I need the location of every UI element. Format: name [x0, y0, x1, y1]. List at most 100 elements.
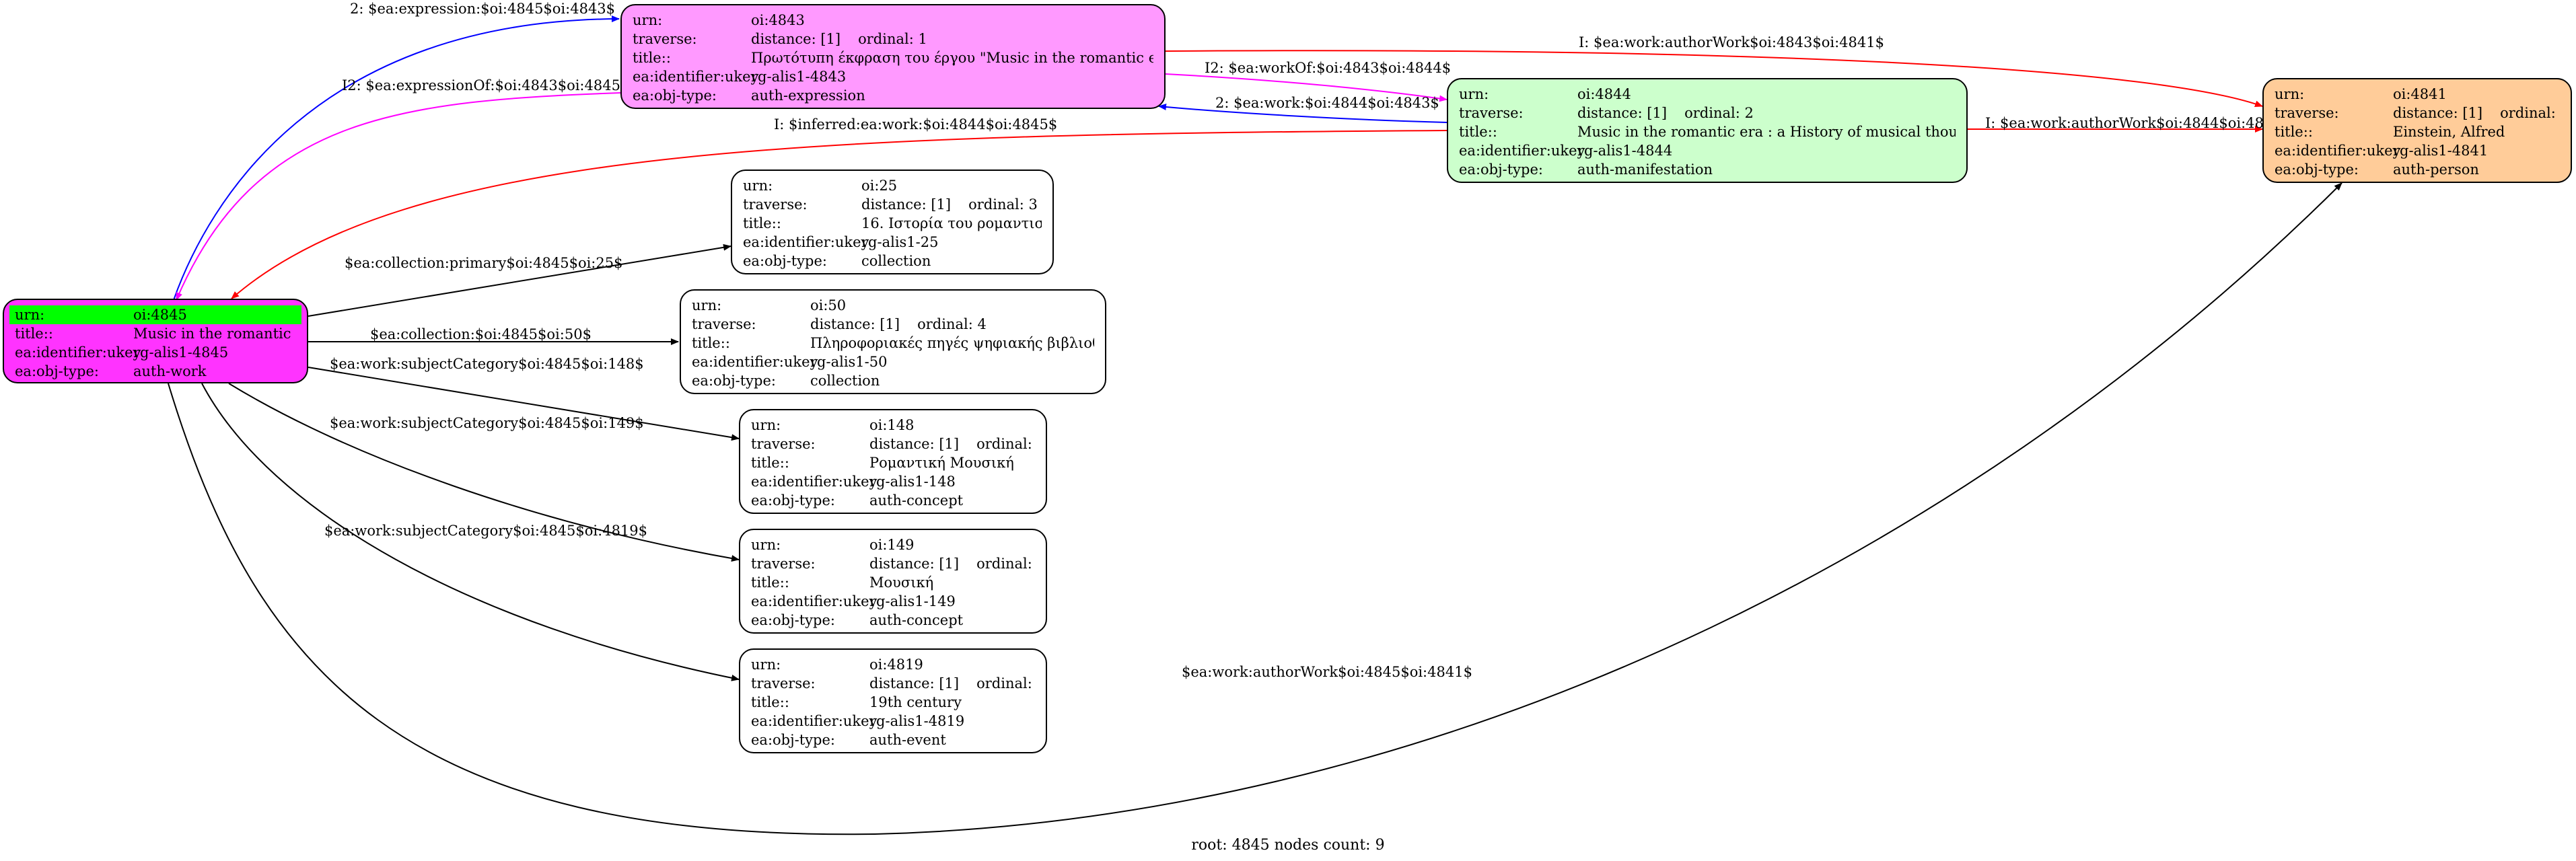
- field-key: ea:identifier:ukey: [692, 354, 818, 370]
- field-value: oi:50: [810, 297, 847, 313]
- field-value: oi:25: [861, 178, 898, 194]
- field-value: oi:4819: [869, 657, 923, 673]
- field-key: title::: [751, 574, 789, 591]
- field-value: rg-alis1-4845: [133, 344, 229, 361]
- edge-authorWork-4845-4841: [168, 182, 2342, 835]
- edge-label: $ea:collection:$oi:4845$oi:50$: [370, 326, 592, 342]
- field-value: rg-alis1-4841: [2393, 143, 2489, 159]
- field-key: title::: [15, 326, 53, 342]
- edge-label: I2: $ea:workOf:$oi:4843$oi:4844$: [1205, 60, 1451, 76]
- field-key: ea:obj-type:: [751, 492, 835, 509]
- field-key: traverse:: [751, 436, 816, 452]
- field-key: ea:obj-type:: [633, 87, 717, 104]
- field-value: rg-alis1-4819: [869, 713, 965, 729]
- edge-collection-primary-4845-25: [308, 244, 731, 317]
- edge-subject-4845-4819: [201, 383, 740, 681]
- distance-value: distance: [1]: [869, 675, 960, 691]
- ordinal-value: ordinal: 1: [858, 31, 927, 47]
- field-key: ea:identifier:ukey: [2275, 143, 2401, 159]
- edge-label: I2: $ea:expressionOf:$oi:4843$oi:4845$: [342, 77, 629, 93]
- node-row-title: title::Music in the romantic era: [15, 324, 296, 343]
- field-value: auth-person: [2393, 161, 2479, 178]
- node-4841[interactable]: urn:oi:4841 traverse:distance: [1]ordina…: [2262, 78, 2572, 183]
- field-value: auth-work: [133, 363, 207, 379]
- node-4843[interactable]: urn:oi:4843 traverse:distance: [1]ordina…: [620, 4, 1166, 109]
- field-key: title::: [692, 335, 730, 351]
- field-value: Πληροφοριακές πηγές ψηφιακής βιβλιοθήκης: [810, 335, 1094, 351]
- field-key: traverse:: [743, 196, 808, 213]
- ordinal-value: ordinal: 6: [976, 436, 1035, 452]
- field-key: traverse:: [1459, 105, 1524, 121]
- field-key: urn:: [751, 657, 781, 673]
- field-key: traverse:: [692, 316, 756, 332]
- node-149[interactable]: urn:oi:149 traverse:distance: [1]ordinal…: [739, 529, 1047, 634]
- node-4845[interactable]: urn:oi:4845 title::Music in the romantic…: [3, 299, 308, 383]
- node-50[interactable]: urn:oi:50 traverse:distance: [1]ordinal:…: [680, 289, 1106, 394]
- node-4819[interactable]: urn:oi:4819 traverse:distance: [1]ordina…: [739, 648, 1047, 753]
- edge-label: 2: $ea:expression:$oi:4845$oi:4843$: [350, 1, 615, 17]
- field-value: auth-concept: [869, 492, 964, 509]
- field-key: ea:identifier:ukey: [751, 713, 878, 729]
- field-key: traverse:: [2275, 105, 2339, 121]
- field-value: Music in the romantic era: [133, 326, 296, 342]
- ordinal-value: ordinal: 3: [968, 196, 1038, 213]
- field-key: traverse:: [633, 31, 697, 47]
- field-key: urn:: [692, 297, 722, 313]
- field-value: auth-concept: [869, 612, 964, 628]
- field-key: ea:obj-type:: [743, 253, 827, 269]
- field-value: rg-alis1-4843: [751, 69, 847, 85]
- field-key: urn:: [15, 307, 45, 323]
- field-value: auth-event: [869, 732, 946, 748]
- field-value: rg-alis1-149: [869, 593, 956, 609]
- field-value: Πρωτότυπη έκφραση του έργου "Music in th…: [751, 50, 1153, 66]
- field-value: oi:4841: [2393, 86, 2447, 102]
- ordinal-value: ordinal: 8: [976, 675, 1035, 691]
- field-key: ea:identifier:ukey: [751, 593, 878, 609]
- edge-label: I: $ea:work:authorWork$oi:4843$oi:4841$: [1579, 34, 1884, 50]
- edge-expressionOf-4843-4845: [176, 92, 621, 301]
- field-value: 19th century: [869, 694, 962, 710]
- field-key: urn:: [2275, 86, 2305, 102]
- field-key: ea:obj-type:: [15, 363, 99, 379]
- field-key: title::: [2275, 124, 2313, 140]
- field-key: ea:obj-type:: [751, 612, 835, 628]
- edge-authorWork-4843-4841: [1165, 50, 2263, 108]
- node-row-urn: urn:oi:4845: [9, 305, 301, 324]
- field-value: rg-alis1-50: [810, 354, 888, 370]
- field-key: urn:: [751, 417, 781, 433]
- edge-label: I: $ea:work:authorWork$oi:4844$oi:4841$: [1985, 115, 2291, 131]
- distance-value: distance: [1]: [869, 436, 960, 452]
- field-value: 16. Ιστορία του ρομαντισμού: [861, 215, 1042, 231]
- distance-value: distance: [1]: [861, 196, 952, 213]
- distance-value: distance: [1]: [869, 556, 960, 572]
- field-value: Μουσική: [869, 574, 934, 591]
- field-key: title::: [751, 455, 789, 471]
- field-key: urn:: [743, 178, 773, 194]
- field-key: ea:obj-type:: [751, 732, 835, 748]
- edge-label: $ea:work:subjectCategory$oi:4845$oi:4819…: [324, 523, 647, 539]
- field-key: ea:identifier:ukey: [1459, 143, 1585, 159]
- graph-footer: root: 4845 nodes count: 9: [1191, 837, 1385, 854]
- field-key: title::: [633, 50, 671, 66]
- field-value: collection: [861, 253, 931, 269]
- field-value: oi:149: [869, 537, 915, 553]
- ordinal-value: ordinal: 4: [917, 316, 987, 332]
- edge-label: $ea:work:subjectCategory$oi:4845$oi:149$: [330, 415, 644, 431]
- field-value: auth-expression: [751, 87, 865, 104]
- ordinal-value: ordinal: 5: [2500, 105, 2560, 121]
- field-key: urn:: [1459, 86, 1489, 102]
- field-key: ea:identifier:ukey: [751, 474, 878, 490]
- edge-subject-4845-149: [228, 383, 740, 562]
- edge-work-4844-4843: [1158, 104, 1447, 123]
- field-value: collection: [810, 373, 880, 389]
- edge-inferred-4844-4845: [231, 130, 1447, 299]
- field-value: rg-alis1-148: [869, 474, 956, 490]
- edge-label: $ea:work:authorWork$oi:4845$oi:4841$: [1182, 664, 1472, 680]
- field-key: urn:: [751, 537, 781, 553]
- field-value: rg-alis1-25: [861, 234, 939, 250]
- node-148[interactable]: urn:oi:148 traverse:distance: [1]ordinal…: [739, 409, 1047, 514]
- node-4844[interactable]: urn:oi:4844 traverse:distance: [1]ordina…: [1447, 78, 1968, 183]
- node-25[interactable]: urn: oi:25 traverse: distance: [1] ordinal:…: [731, 170, 1054, 274]
